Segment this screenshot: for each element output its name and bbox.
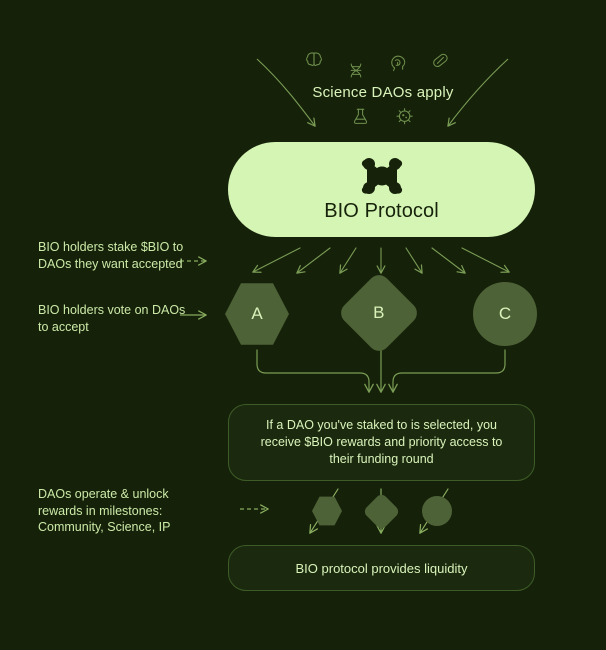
milestone-shape-science: [362, 492, 401, 531]
note-milestones: DAOs operate & unlock rewards in milesto…: [38, 487, 171, 534]
science-daos-apply-label: Science DAOs apply: [312, 84, 454, 101]
converge-arrows: [256, 349, 506, 393]
liquidity-info-text: BIO protocol provides liquidity: [295, 560, 468, 576]
note-stake: BIO holders stake $BIO to DAOs they want…: [38, 240, 184, 271]
dao-node-b[interactable]: B: [336, 270, 422, 356]
milestone-shape-ip: [422, 496, 452, 526]
fan-arrows: [252, 247, 510, 274]
reward-info-box: If a DAO you've staked to is selected, y…: [228, 404, 535, 481]
flask-icon: [353, 108, 368, 124]
pill-capsule-icon: [433, 53, 448, 68]
note-vote: BIO holders vote on DAOs to accept: [38, 303, 186, 334]
dao-node-c[interactable]: C: [473, 282, 537, 346]
virus-icon: [396, 108, 413, 125]
dao-node-c-label: C: [498, 304, 512, 323]
bio-protocol-card[interactable]: BIO Protocol: [228, 142, 535, 237]
liquidity-info-box: BIO protocol provides liquidity: [228, 545, 535, 591]
bio-protocol-logo: [361, 158, 402, 194]
dao-node-a-label: A: [251, 304, 263, 323]
neuroscience-head-icon: [391, 55, 406, 72]
bio-protocol-title: BIO Protocol: [324, 200, 439, 222]
dao-node-b-label: B: [373, 303, 385, 322]
dna-icon: [350, 63, 362, 78]
dao-node-a[interactable]: A: [225, 283, 289, 345]
brain-icon: [306, 52, 322, 66]
milestone-shape-community: [312, 496, 342, 526]
reward-info-text: If a DAO you've staked to is selected, y…: [260, 418, 503, 466]
